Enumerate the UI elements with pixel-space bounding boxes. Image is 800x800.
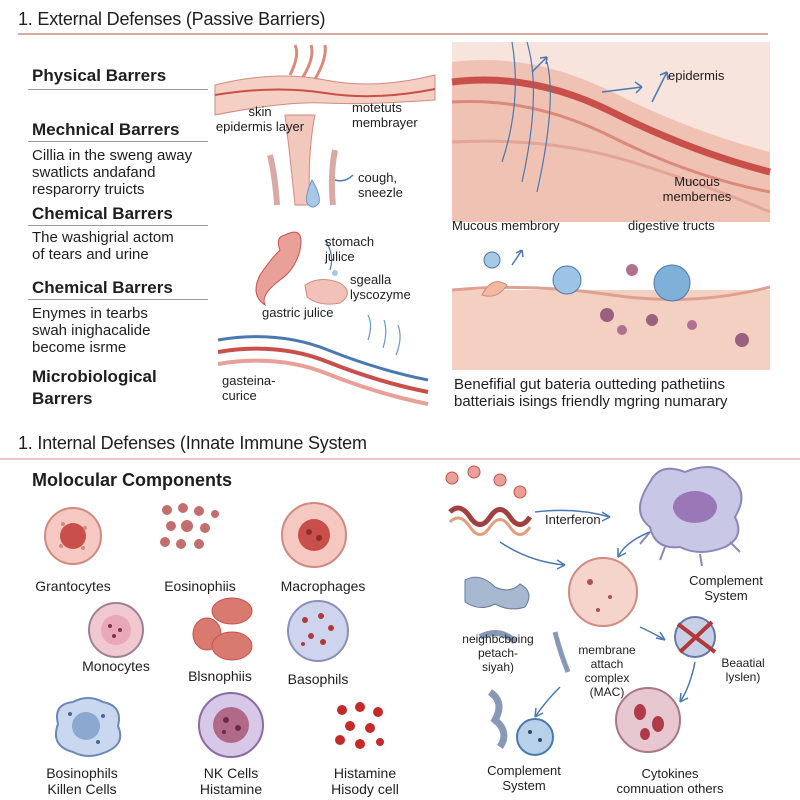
- cytokines-label: Cytokines comnuation others: [616, 766, 724, 796]
- complement-system-top-label: Complement System: [689, 573, 763, 603]
- blsnophils-label: Blsnophiis: [188, 668, 252, 684]
- heading-underline: [28, 141, 208, 142]
- section-title-internal: 1. Internal Defenses (Innate Immune Syst…: [18, 433, 367, 453]
- epidermis-label: epidermis: [668, 68, 725, 83]
- sgealla-label: sgealla lyscozyme: [350, 272, 411, 302]
- gastric-tract-illustration: [217, 314, 429, 406]
- mac-label: membrane attach complex (MAC): [578, 643, 636, 699]
- nk-cell: [198, 692, 264, 758]
- cough-label: cough, sneezle: [358, 170, 403, 200]
- killer-cells-label: Bosinophils Killen Cells: [46, 765, 118, 797]
- microbiological-barriers-heading: Microbiological Barrers: [32, 367, 157, 408]
- heading-underline: [28, 89, 208, 90]
- innate-immune-diagram: [445, 465, 743, 756]
- gut-bacteria-illustration: [451, 249, 771, 370]
- section-title-external: 1. External Defenses (Passive Barriers): [18, 9, 326, 29]
- monocyte-cell: [88, 602, 144, 658]
- digestive-tracts-label: digestive tructs: [628, 218, 715, 233]
- mechanical-barriers-heading: Mechnical Barrers: [32, 120, 180, 139]
- chemical-text-1: The washigrial actom of tears and urine: [32, 229, 174, 263]
- section-divider: [18, 33, 768, 35]
- mucous-tissue-illustration: [451, 41, 771, 222]
- monocytes-label: Monocytes: [82, 658, 150, 674]
- granulocytes-label: Grantocytes: [35, 578, 111, 594]
- histamine-label: Histamine Hisody cell: [331, 765, 399, 797]
- complement-system-bottom-label: Complement System: [487, 763, 561, 793]
- molecular-components-title: Molocular Components: [32, 470, 233, 490]
- eosinophil-cluster: [160, 503, 219, 549]
- gastena-label: gasteina- curice: [222, 373, 276, 403]
- eosinophils-label: Eosinophiis: [164, 578, 236, 594]
- basophil-cell: [287, 600, 349, 662]
- interferon-label: Interferon: [545, 512, 601, 527]
- mechanical-text: Cillia in the sweng away swatlicts andaf…: [32, 147, 193, 198]
- chemical-barriers-heading-2: Chemical Barrers: [32, 278, 173, 297]
- skin-illustration: [214, 44, 436, 208]
- physical-barriers-heading: Physical Barrers: [32, 66, 167, 85]
- heading-underline: [28, 299, 208, 300]
- granulocyte-cell: [44, 507, 102, 565]
- nk-cells-label: NK Cells Histamine: [199, 765, 263, 797]
- mucous-membrory-label: Mucous membrory: [452, 218, 560, 233]
- beaatial-label: Beaatial lyslen): [721, 656, 765, 684]
- section-divider: [0, 458, 800, 460]
- basophils-label: Basophils: [287, 671, 349, 687]
- skin-label: skin epidermis layer: [215, 104, 305, 134]
- basophil-blob-cells: [192, 597, 253, 661]
- heading-underline: [28, 225, 208, 226]
- neighboring-label: neighbcboing petach- siyah): [462, 632, 534, 674]
- gut-bacteria-caption: Benefifial gut bateria outteding patheti…: [454, 376, 728, 410]
- membrane-label: motetuts membrayer: [352, 100, 418, 130]
- killer-cell: [54, 697, 122, 757]
- chemical-barriers-heading-1: Chemical Barrers: [32, 204, 173, 223]
- gastric-label: gastric julice: [262, 305, 334, 320]
- stomach-illustration: [255, 231, 348, 307]
- chemical-text-2: Enymes in tearbs swah inighacalide becom…: [32, 305, 151, 356]
- stomach-label: stomach julice: [325, 234, 375, 264]
- histamine-granules: [335, 702, 384, 749]
- macrophages-label: Macrophages: [280, 578, 366, 594]
- mucous-membranes-label: Mucous membernes: [662, 174, 732, 204]
- macrophage-cell: [281, 502, 347, 568]
